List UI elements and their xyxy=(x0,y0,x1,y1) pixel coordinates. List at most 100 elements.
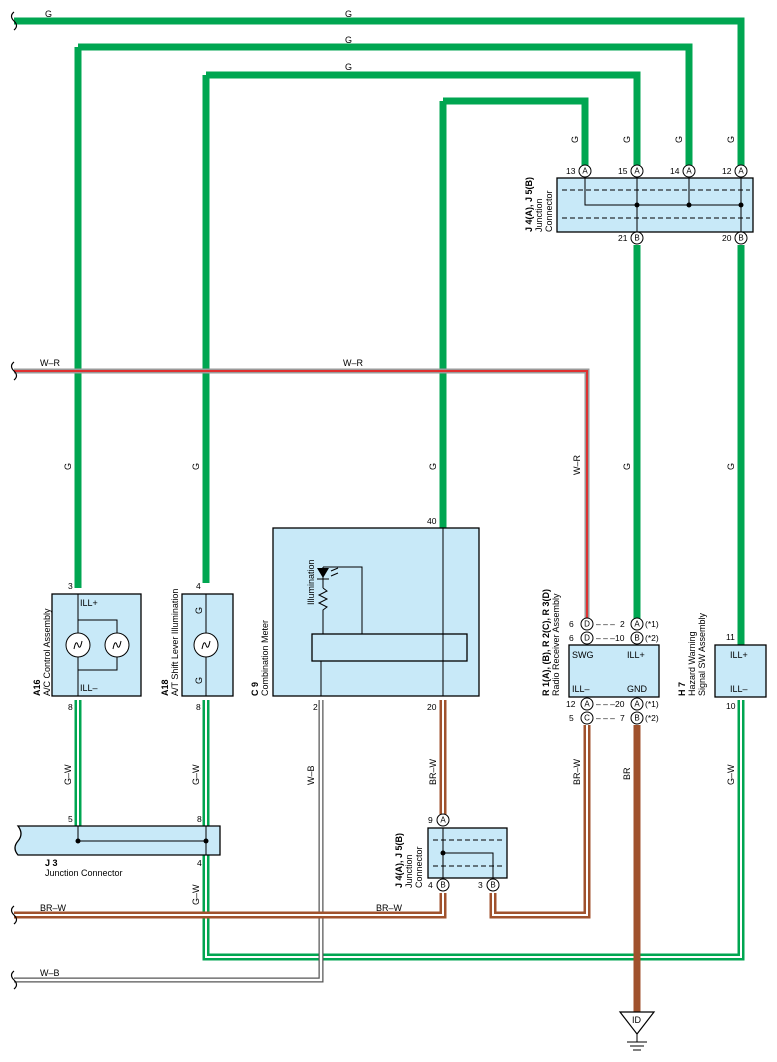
component-name: Junction xyxy=(534,198,544,232)
wire-label-wr: W–R xyxy=(40,358,61,368)
wire-label-g: G xyxy=(345,35,352,45)
wire-label-gw: G–W xyxy=(191,764,201,785)
junction-connector-top xyxy=(556,177,754,233)
ground-label: ID xyxy=(632,1015,642,1025)
c9-label: C 9 Combination Meter xyxy=(250,620,270,696)
note-1: (*1) xyxy=(645,699,659,709)
pin-number: 40 xyxy=(427,516,437,526)
a16-ac-control-assembly xyxy=(51,593,142,697)
pin-circles-top: A A A A B B xyxy=(578,164,748,245)
pin-number: 20 xyxy=(427,702,437,712)
g-wire-outer xyxy=(14,17,745,645)
pin-number: 10 xyxy=(615,633,625,643)
j3-code: J 3 xyxy=(45,858,58,868)
a18-g-bottom: G xyxy=(194,677,204,684)
r1-ill-plus: ILL+ xyxy=(627,650,645,660)
a18-shift-lever-illumination xyxy=(181,593,234,697)
pin-number: 5 xyxy=(68,814,73,824)
pin-number: 3 xyxy=(478,880,483,890)
component-name: Junction xyxy=(404,854,414,888)
a18-g-top: G xyxy=(194,607,204,614)
r1-swg: SWG xyxy=(572,650,594,660)
pin-number: 20 xyxy=(615,699,625,709)
wire-label-g: G xyxy=(45,9,52,19)
pin-number: 20 xyxy=(722,233,732,243)
pin-number: 11 xyxy=(726,632,735,642)
component-name: A/C Control Assembly xyxy=(42,608,52,696)
wire-label-gw: G–W xyxy=(191,884,201,905)
wire-label-g: G xyxy=(191,463,201,470)
wire-label-wb: W–B xyxy=(40,968,60,978)
pin-number: 4 xyxy=(197,858,202,868)
dash: – – – xyxy=(596,713,615,723)
component-name: Signal SW Assembly xyxy=(697,612,707,696)
r1-radio-receiver-assembly xyxy=(568,644,660,698)
pin-circles-bottom: A B B xyxy=(436,813,500,892)
note-2: (*2) xyxy=(645,633,659,643)
junction-connector-bottom-label: J 4(A), J 5(B) Junction Connector xyxy=(394,833,424,888)
pin-number: 8 xyxy=(196,702,201,712)
pin-number: 7 xyxy=(620,713,625,723)
pin-number: 13 xyxy=(566,166,576,176)
pin-d: D xyxy=(584,634,590,643)
pin-number: 4 xyxy=(196,581,201,591)
pin-a: A xyxy=(584,700,590,709)
pin-b: B xyxy=(440,881,445,890)
pin-number: 5 xyxy=(569,713,574,723)
r1-pin-circles: D D A B A C A B xyxy=(580,617,644,725)
junction-connector-top-label: J 4(A), J 5(B) Junction Connector xyxy=(524,177,554,232)
wire-label-wr: W–R xyxy=(572,455,582,476)
pin-number: 21 xyxy=(618,233,628,243)
wire-label-g: G xyxy=(726,136,736,143)
h7-ill-plus: ILL+ xyxy=(730,650,748,660)
pin-number: 14 xyxy=(670,166,680,176)
pin-number: 9 xyxy=(428,815,433,825)
pin-number: 12 xyxy=(722,166,732,176)
ground-symbol xyxy=(618,1011,656,1051)
wire-label-gw: G–W xyxy=(63,764,73,785)
pin-c: C xyxy=(584,714,590,723)
c9-illumination: Illumination xyxy=(306,559,316,605)
wire-label-brw: BR–W xyxy=(572,758,582,785)
component-name: Hazard Warning xyxy=(687,631,697,696)
pin-a: A xyxy=(634,167,640,176)
pin-number: 2 xyxy=(313,702,318,712)
wire-label-g: G xyxy=(345,62,352,72)
wire-label-g: G xyxy=(622,463,632,470)
pin-number: 15 xyxy=(618,166,628,176)
pin-number: 6 xyxy=(569,619,574,629)
pin-a: A xyxy=(634,620,640,629)
wire-label-g: G xyxy=(674,136,684,143)
junction-connector-bottom xyxy=(427,827,508,879)
wire-label-wr: W–R xyxy=(343,358,364,368)
c9-combination-meter xyxy=(272,527,480,697)
wire-label-wb: W–B xyxy=(306,765,316,785)
a16-ill-plus: ILL+ xyxy=(80,598,98,608)
pin-a: A xyxy=(738,167,744,176)
gw-wires xyxy=(74,700,745,961)
pin-b: B xyxy=(634,234,639,243)
j3-junction-connector xyxy=(14,825,221,856)
pin-number: 10 xyxy=(726,701,736,711)
wire-label-g: G xyxy=(345,9,352,19)
component-code: J 4(A), J 5(B) xyxy=(524,177,534,232)
wire-label-br: BR xyxy=(622,767,632,780)
note-1: (*1) xyxy=(645,619,659,629)
pin-a: A xyxy=(634,700,640,709)
pin-a: A xyxy=(686,167,692,176)
h7-hazard-warning-switch xyxy=(714,644,767,698)
wire-label-g: G xyxy=(622,136,632,143)
pin-b: B xyxy=(490,881,495,890)
pin-number: 8 xyxy=(197,814,202,824)
wire-label-brw: BR–W xyxy=(40,903,67,913)
component-code: C 9 xyxy=(250,682,260,696)
wire-label-g: G xyxy=(726,463,736,470)
pin-a: A xyxy=(582,167,588,176)
dash: – – – xyxy=(596,619,615,629)
r1-gnd: GND xyxy=(627,684,648,694)
pin-b: B xyxy=(738,234,743,243)
wire-label-brw: BR–W xyxy=(428,758,438,785)
dash: – – – xyxy=(596,633,615,643)
pin-number: 6 xyxy=(569,633,574,643)
component-name: Connector xyxy=(414,846,424,888)
